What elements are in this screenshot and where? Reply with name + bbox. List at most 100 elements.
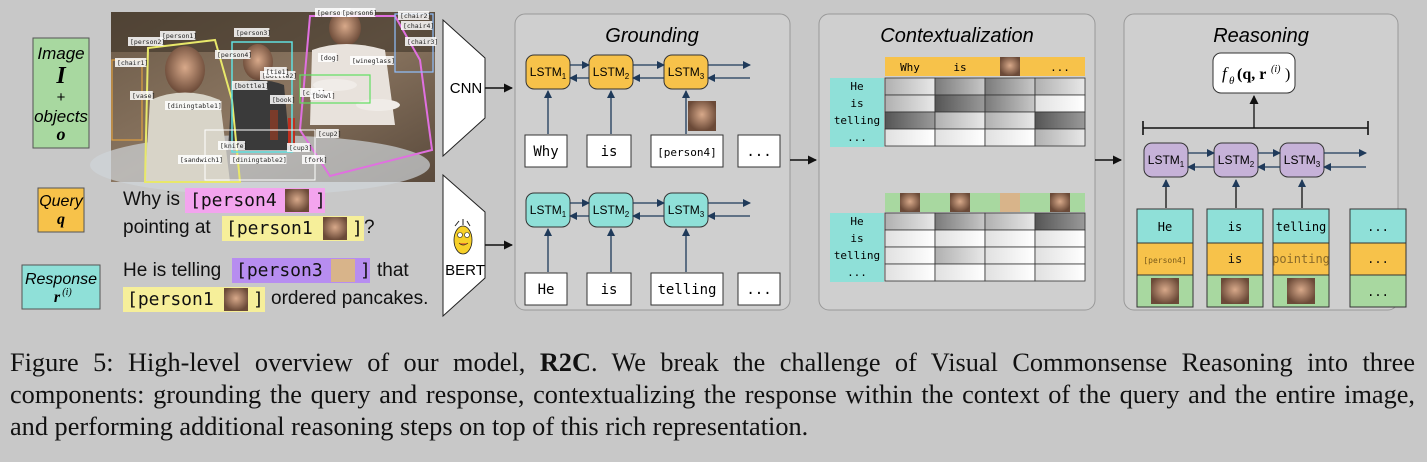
ctx-top-col-1: Why — [900, 61, 920, 74]
photo-tag: [diningtable2] — [232, 156, 287, 164]
photo-tag: [chair3] — [407, 38, 438, 46]
ctx-top-row-1: He — [850, 80, 863, 93]
svg-text:LSTM1: LSTM1 — [1148, 153, 1185, 169]
ctx-attention-cell — [934, 263, 986, 282]
reasoning-response-token: ... — [1367, 220, 1389, 234]
contextualization-title: Contextualization — [880, 25, 1033, 47]
query-label: Query — [39, 193, 84, 210]
caption-model-name: R2C — [539, 348, 591, 377]
ctx-attention-cell — [884, 229, 936, 248]
query-input-label: Query q — [37, 187, 85, 233]
caption-rest: . We break the challenge of Visual Commo… — [10, 348, 1416, 441]
ctx-attention-cell — [934, 94, 986, 113]
ctx-bottom-row-2: is — [850, 232, 863, 245]
ctx-attention-cell — [934, 77, 986, 96]
ctx-attention-cell — [1034, 246, 1086, 265]
response-word-2: that — [377, 260, 409, 281]
grounding-title: Grounding — [605, 25, 698, 47]
photo-tag: [knife] — [220, 142, 247, 150]
photo-tag: [cup3] — [289, 144, 312, 152]
ctx-top-row-3: telling — [834, 114, 880, 127]
grounding-top-lstm-3: LSTM3 — [663, 54, 709, 90]
photo-tag: [cup2] — [318, 130, 341, 138]
query-word-2: pointing at — [123, 217, 211, 238]
ctx-attention-cell — [884, 111, 936, 130]
reasoning-lstm-3: LSTM3 — [1279, 142, 1325, 178]
reasoning-column-4: ...... — [1349, 208, 1407, 308]
photo-tag: [tie1] — [266, 68, 289, 76]
ctx-attention-cell — [884, 246, 936, 265]
query-sentence: Why is [person4 ] pointing at [person1 ]… — [123, 188, 375, 241]
bert-encoder: BERT — [442, 173, 486, 318]
svg-text:LSTM1: LSTM1 — [530, 65, 567, 81]
ctx-attention-cell — [984, 128, 1036, 147]
photo-tag: [person2] — [130, 38, 165, 46]
person1-thumbnail-2 — [224, 288, 248, 311]
svg-text:is: is — [601, 144, 618, 160]
ctx-attention-cell — [934, 212, 986, 231]
photo-tag: [person3] — [236, 29, 271, 37]
image-label: Image — [37, 44, 84, 63]
plus-sign: + — [57, 89, 66, 106]
ctx-attention-cell — [984, 246, 1036, 265]
query-word-1: Why is — [123, 189, 180, 210]
photo-tag: [person6] — [342, 9, 377, 17]
response-symbol: r — [54, 289, 61, 306]
ctx-bottom-row-1: He — [850, 215, 863, 228]
ctx-top-header — [885, 57, 1085, 76]
ctx-bottom-row-3: telling — [834, 249, 880, 262]
contextualization-panel: Contextualization Why is... He is telling...… — [818, 13, 1096, 311]
func-sup: (i) — [1271, 64, 1281, 75]
svg-text:Why: Why — [533, 144, 558, 160]
response-sentence: He is telling [person3 ] that [person1 ]… — [123, 258, 428, 312]
svg-text:[person4]: [person4] — [657, 146, 717, 159]
svg-text:telling: telling — [657, 282, 716, 298]
reasoning-lstm-1: LSTM1 — [1143, 142, 1189, 178]
objects-label: objects — [34, 107, 88, 126]
grounding-bottom-token-2: is — [586, 272, 632, 306]
ctx-attention-cell — [884, 128, 936, 147]
ctx-attention-cell — [884, 94, 936, 113]
grounding-bottom-lstm-2: LSTM2 — [588, 192, 634, 228]
ctx-object-thumb — [1050, 193, 1070, 212]
ctx-attention-cell — [934, 246, 986, 265]
svg-text:LSTM3: LSTM3 — [668, 203, 705, 219]
ctx-attention-cell — [884, 77, 936, 96]
ctx-attention-cell — [1034, 94, 1086, 113]
reasoning-query-token: ... — [1367, 252, 1389, 266]
ctx-attention-cell — [984, 229, 1036, 248]
ctx-top-col-2: is — [953, 61, 966, 74]
bert-mascot-icon — [453, 219, 473, 255]
reasoning-function-box: f θ (q, r (i) ) — [1212, 52, 1296, 94]
response-tag-person3: [person3 — [236, 260, 323, 281]
query-tag-person4: [person4 — [190, 190, 277, 211]
photo-tag: [bottle1] — [234, 82, 269, 90]
photo-tag: [bowl] — [312, 92, 335, 100]
func-f: f — [1222, 64, 1229, 83]
ctx-attention-cell — [934, 229, 986, 248]
ctx-top-row-4: ... — [847, 131, 867, 144]
reasoning-response-token: is — [1228, 220, 1242, 234]
grounding-top-token-2: is — [586, 134, 632, 168]
photo-tag: [fork] — [304, 156, 327, 164]
cnn-encoder: CNN — [442, 18, 486, 158]
ctx-bottom-row-4: ... — [847, 266, 867, 279]
ctx-object-thumb — [1000, 193, 1020, 212]
ctx-image-header — [885, 193, 1085, 212]
reasoning-column-1: He[person4] — [1136, 208, 1194, 308]
svg-text:LSTM1: LSTM1 — [530, 203, 567, 219]
grounding-top-token-4: ... — [737, 134, 781, 168]
photo-tag: [person1] — [162, 32, 197, 40]
query-symbol: q — [57, 211, 65, 228]
person3-thumbnail — [331, 259, 355, 282]
response-tag-close-1: ] — [360, 260, 371, 281]
cnn-label: CNN — [450, 80, 483, 97]
svg-text:LSTM3: LSTM3 — [1284, 153, 1321, 169]
ctx-attention-cell — [1034, 111, 1086, 130]
grounding-top-token-3: [person4] — [650, 134, 724, 168]
photo-tag: [vase] — [132, 92, 155, 100]
person4-thumbnail — [285, 189, 309, 212]
grounding-top-token-1: Why — [524, 134, 568, 168]
photo-tag: [person4] — [217, 51, 252, 59]
